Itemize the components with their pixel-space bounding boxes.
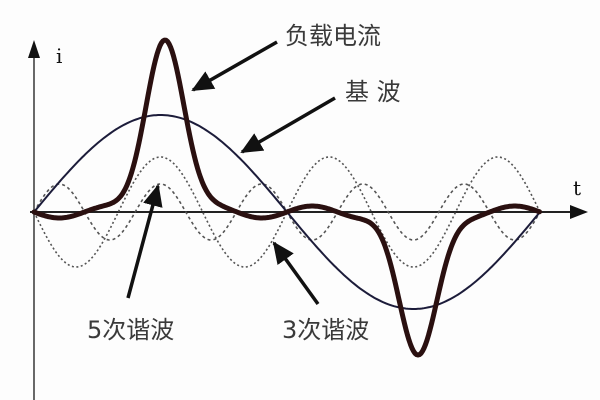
load-current-label: 负载电流 xyxy=(285,22,381,50)
fifth-harmonic-label: 5次谐波 xyxy=(87,316,175,344)
load-current-curve xyxy=(31,37,542,358)
third-harmonic-pointer-arrow xyxy=(272,241,320,306)
y-axis-arrow-icon xyxy=(28,40,40,58)
fundamental-pointer-arrow xyxy=(240,96,336,154)
x-axis-arrow-icon xyxy=(570,205,588,219)
y-axis-label: i xyxy=(56,44,63,68)
load-current-pointer-arrow xyxy=(191,40,278,92)
third-harmonic-label: 3次谐波 xyxy=(282,316,370,344)
fifth-harmonic-pointer-arrow xyxy=(126,184,163,299)
fundamental-label: 基 波 xyxy=(345,78,401,106)
third-harmonic-curve xyxy=(33,156,541,268)
x-axis-label: t xyxy=(573,176,582,200)
